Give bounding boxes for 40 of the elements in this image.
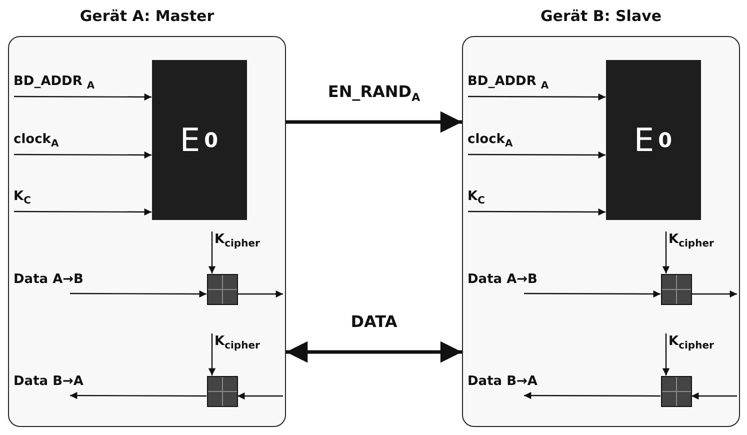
signal-label: K$_{cipher}$ [662,232,732,260]
arrow [662,334,670,376]
arrow [208,232,216,274]
arrow [468,151,606,159]
arrow [70,392,206,400]
arrow [14,151,152,159]
arrow [14,208,152,216]
panel-title: Gerät A: Master [78,7,216,25]
signal-label: Data B→A [14,374,114,396]
arrow [692,290,737,298]
signal-label: K$_{C}$ [14,188,138,212]
cipher-block [206,274,238,304]
arrow [286,111,462,133]
arrow [468,93,606,101]
signal-label: BD_ADDR $_{A}$ [14,74,138,96]
signal-label: K$_{cipher}$ [662,334,732,362]
cipher-block [206,376,238,406]
arrow [524,290,660,298]
signal-label: K$_{cipher}$ [208,334,278,362]
arrow [208,334,216,376]
arrow [70,290,206,298]
signal-label: Data A→B [14,272,114,294]
signal-label: Data B→A [468,374,568,396]
cipher-block [660,274,692,304]
arrow [14,93,152,101]
arrow [468,208,606,216]
arrow [692,392,737,400]
signal-label: K$_{C}$ [468,188,592,212]
arrow [238,290,283,298]
arrow [662,232,670,274]
arrow [524,392,660,400]
arrow [286,341,462,363]
cipher-block [660,376,692,406]
arrow [238,392,283,400]
signal-label: BD_ADDR $_{A}$ [468,74,592,96]
signal-label: K$_{cipher}$ [208,232,278,260]
signal-label: clock$_{A}$ [14,132,138,154]
signal-label: Data A→B [468,272,568,294]
panel-title: Gerät B: Slave [539,7,663,25]
signal-label: clock$_{A}$ [468,132,592,154]
